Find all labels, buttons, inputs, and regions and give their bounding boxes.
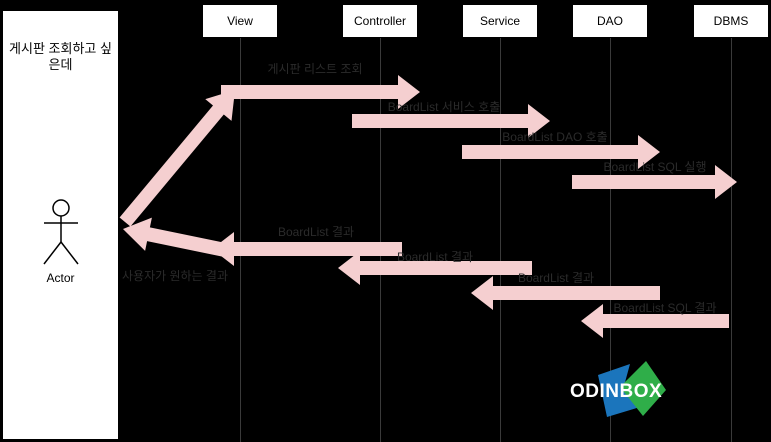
lifeline-header-controller: Controller bbox=[342, 4, 418, 38]
message-label-return-1: BoardList 결과 bbox=[277, 225, 355, 239]
lifeline-service bbox=[500, 38, 501, 442]
lifeline-header-view: View bbox=[202, 4, 278, 38]
actor-icon bbox=[42, 199, 79, 265]
lifeline-controller bbox=[380, 38, 381, 442]
request-panel: 게시판 조회하고 싶은데 Actor bbox=[2, 10, 119, 440]
request-title: 게시판 조회하고 싶은데 bbox=[9, 41, 112, 73]
lifeline-dao bbox=[610, 38, 611, 442]
lifeline-view bbox=[240, 38, 241, 442]
arrow-actor-to-view bbox=[119, 90, 235, 227]
message-label-return-4: BoardList SQL 결과 bbox=[613, 301, 717, 315]
lifeline-header-service: Service bbox=[462, 4, 538, 38]
arrow-view-to-actor bbox=[123, 217, 227, 257]
message-label-return-2: BoardList 결과 bbox=[396, 250, 474, 264]
lifeline-dbms bbox=[731, 38, 732, 442]
message-label-return-3: BoardList 결과 bbox=[517, 271, 595, 285]
actor-label: Actor bbox=[46, 271, 75, 285]
lifeline-header-dao: DAO bbox=[572, 4, 648, 38]
odinbox-logo-text: ODINBOX bbox=[570, 381, 663, 402]
message-label-actor-response: 사용자가 원하는 결과 bbox=[121, 269, 229, 283]
message-label-forward-4: BoardList SQL 실행 bbox=[603, 160, 707, 174]
message-label-forward-1: 게시판 리스트 조회 bbox=[267, 62, 363, 76]
message-label-forward-2: BoardList 서비스 호출 bbox=[387, 100, 501, 114]
lifeline-header-dbms: DBMS bbox=[693, 4, 769, 38]
message-label-forward-3: BoardList DAO 호출 bbox=[502, 130, 608, 144]
